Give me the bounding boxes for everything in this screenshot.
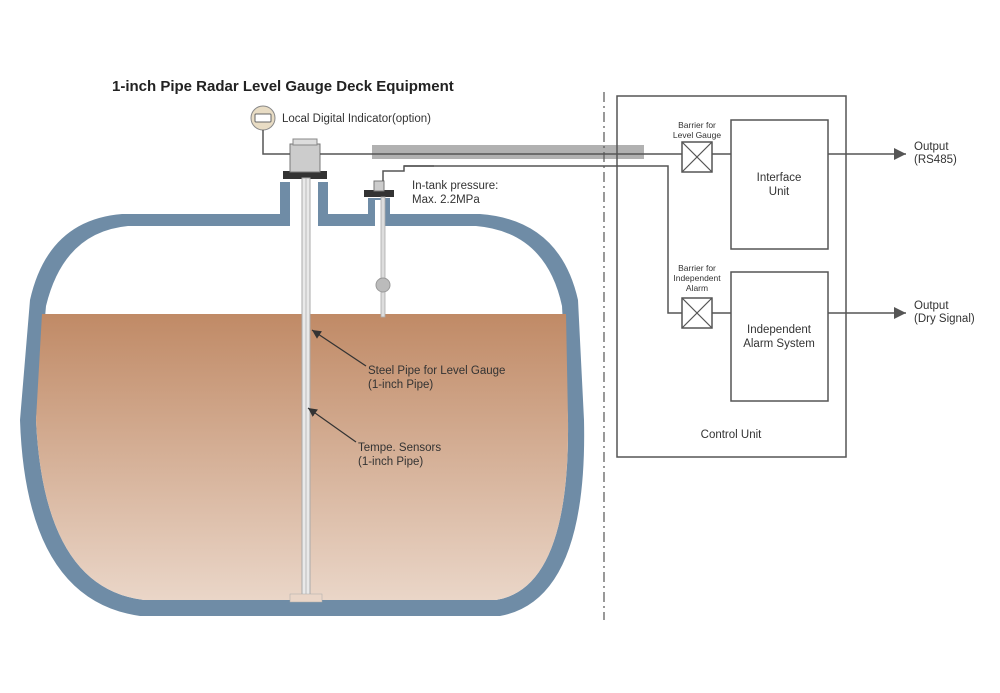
gauge-flange — [283, 171, 327, 179]
diagram-title: 1-inch Pipe Radar Level Gauge Deck Equip… — [112, 78, 454, 95]
pressure-fitting — [373, 180, 385, 192]
temp-sensor-callout-arrow — [307, 407, 357, 443]
pressure-label-line2: Max. 2.2MPa — [412, 194, 480, 206]
barrier-alarm-label-line3: Alarm — [686, 283, 708, 293]
pressure-flange — [364, 190, 394, 197]
alarm-system-label-line2: Alarm System — [743, 338, 815, 350]
steel-pipe-callout-arrow — [311, 329, 367, 367]
temp-sensor-label-line2: (1-inch Pipe) — [358, 456, 423, 468]
indicator-display-icon — [254, 113, 272, 123]
control-unit-label: Control Unit — [701, 429, 763, 441]
radar-gauge-cap — [292, 138, 318, 146]
alarm-wire — [404, 165, 682, 314]
output-dry-label-line2: (Dry Signal) — [914, 313, 975, 325]
barrier-alarm-label-line2: Independent — [673, 273, 721, 283]
pipe-foot — [289, 593, 323, 603]
interface-unit-label-line1: Interface — [757, 172, 802, 184]
barrier-gauge-label-line2: Level Gauge — [673, 130, 721, 140]
steel-pipe-label-line2: (1-inch Pipe) — [368, 379, 433, 391]
barrier-gauge-label-line1: Barrier for — [678, 120, 716, 130]
float-ball — [375, 277, 391, 293]
indicator-wire — [262, 130, 290, 155]
output-rs485-label-line2: (RS485) — [914, 154, 957, 166]
barrier-alarm-label-line1: Barrier for — [678, 263, 716, 273]
barrier-gauge-cross-b — [681, 141, 713, 173]
pressure-neck-interior — [375, 200, 383, 230]
pressure-label-line1: In-tank pressure: — [412, 180, 498, 192]
radar-gauge-head — [289, 143, 321, 173]
local-indicator-label: Local Digital Indicator(option) — [282, 113, 431, 125]
control-unit-box — [616, 95, 847, 458]
signal-cable — [372, 145, 644, 159]
output-dry-label-line1: Output — [914, 300, 949, 312]
alarm-system-box — [730, 271, 829, 402]
temp-sensor-label-line1: Tempe. Sensors — [358, 442, 441, 454]
interface-unit-label-line2: Unit — [769, 186, 790, 198]
barrier-alarm-cross-b — [681, 297, 713, 329]
alarm-system-label-line1: Independent — [747, 324, 812, 336]
steel-pipe-label-line1: Steel Pipe for Level Gauge — [368, 365, 505, 377]
pressure-pipe — [380, 196, 386, 318]
output-rs485-label-line1: Output — [914, 141, 949, 153]
interface-unit-box — [730, 119, 829, 250]
pressure-wire-stub — [382, 165, 434, 181]
